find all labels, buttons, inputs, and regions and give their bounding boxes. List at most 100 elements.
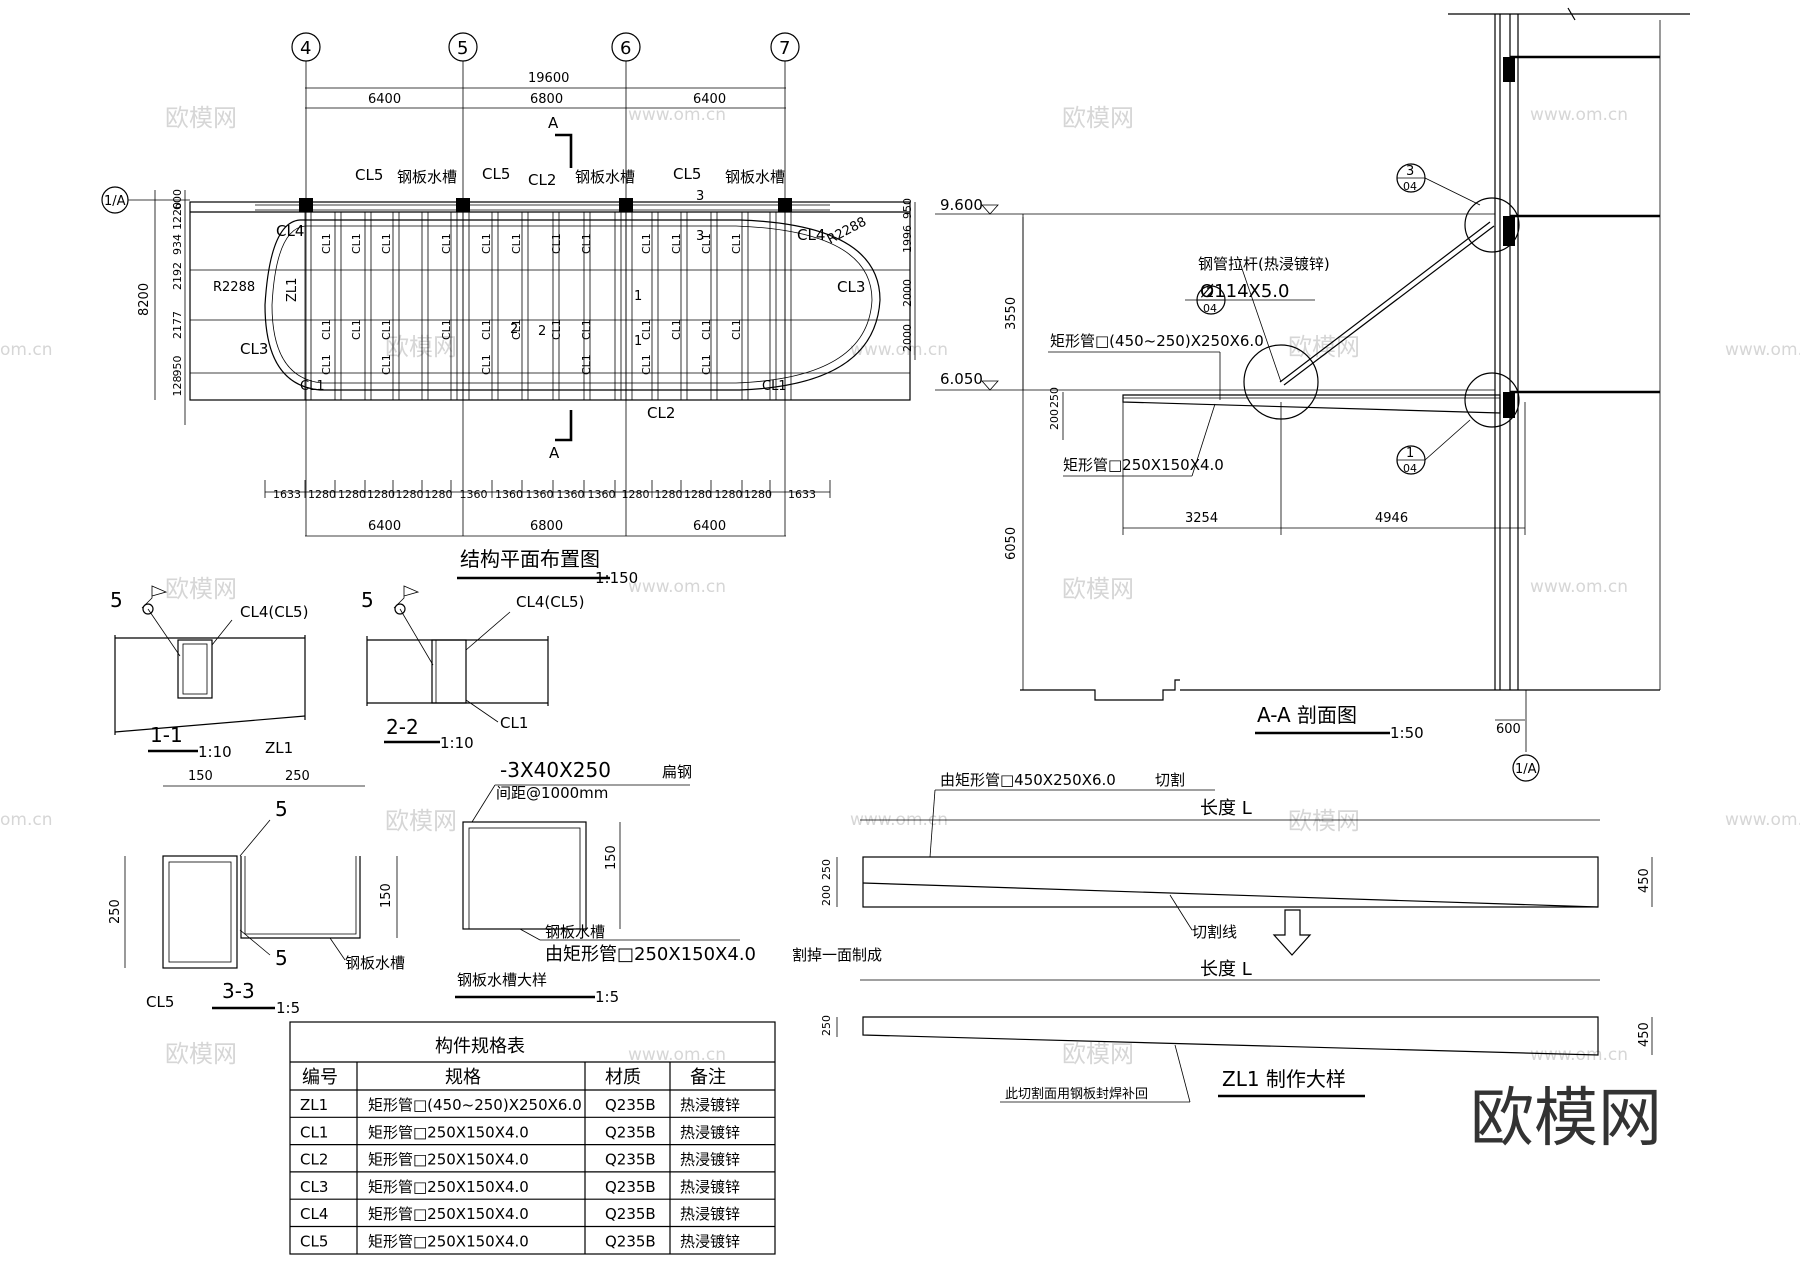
plan-bottom-dim: 1280 — [684, 488, 712, 501]
elevation-lower: 6.050 — [940, 370, 983, 388]
plan-bottom-dim: 1280 — [338, 488, 366, 501]
axis-bubble: 4 — [300, 38, 311, 59]
label-cl4: CL4 — [276, 222, 304, 240]
plan-bottom-dim: 1280 — [425, 488, 453, 501]
member-label: CL1 — [580, 319, 593, 340]
plan-left-dim: 2192 — [171, 262, 184, 290]
member-label: CL1 — [320, 319, 333, 340]
detail-label: CL4(CL5) — [516, 593, 584, 611]
table-cell: CL3 — [300, 1178, 328, 1196]
watermark-url: www.om.cn — [1725, 340, 1800, 360]
label-cl3: CL3 — [240, 340, 268, 358]
zl1-length: 长度 L — [1200, 798, 1252, 819]
column-block — [778, 198, 792, 212]
zl1-length: 长度 L — [1200, 959, 1252, 980]
plan-right-dim: 2000 — [901, 324, 914, 352]
detail-zl1: 由矩形管□450X250X6.0 切割 长度 L 200 250 450 切割线… — [820, 771, 1653, 1103]
zl1-source: 切割 — [1155, 771, 1185, 789]
plan-bottom-span: 6800 — [530, 519, 563, 534]
detail-title: 钢板水槽大样 — [457, 971, 547, 989]
table-title: 构件规格表 — [435, 1036, 525, 1057]
label-radius: R2288 — [825, 215, 869, 248]
detail-gutter: 150 -3X40X250 扁钢 间距@1000mm 钢板水槽 由矩形管□250… — [455, 758, 882, 1006]
watermark-url: om.cn — [0, 810, 53, 830]
table-cell: 矩形管□250X150X4.0 — [368, 1123, 529, 1141]
plan-bottom-dim: 1280 — [367, 488, 395, 501]
table-cell: Q235B — [605, 1233, 656, 1251]
plan-top-span: 6800 — [530, 92, 563, 107]
section-mark-a: A — [549, 444, 560, 462]
dim-600: 600 — [1496, 722, 1521, 737]
table-header-id: 编号 — [302, 1067, 338, 1088]
table-cell: Q235B — [605, 1096, 656, 1114]
detail-title: 3-3 — [222, 979, 255, 1003]
flat-bar: -3X40X250 — [500, 758, 611, 782]
table-cell: 矩形管□250X150X4.0 — [368, 1151, 529, 1169]
dim-4946: 4946 — [1375, 511, 1408, 526]
weld-size: 5 — [361, 588, 374, 612]
watermark-url: www.om.cn — [850, 340, 948, 360]
table-cell: CL2 — [300, 1151, 328, 1169]
detail-label: 钢板水槽 — [345, 954, 405, 972]
member-label: CL1 — [440, 233, 453, 254]
dim-200: 200 — [1048, 409, 1061, 430]
member-label: CL1 — [350, 319, 363, 340]
plan-bottom-dim: 1280 — [744, 488, 772, 501]
dim-3254: 3254 — [1185, 511, 1218, 526]
label-cl1: CL1 — [762, 379, 787, 394]
table-cell: Q235B — [605, 1151, 656, 1169]
member-label: CL1 — [480, 319, 493, 340]
zl1-cut-line: 切割线 — [1192, 923, 1237, 941]
weld-size: 5 — [110, 588, 123, 612]
label-cl3: CL3 — [837, 278, 865, 296]
plan-bottom-span: 6400 — [693, 519, 726, 534]
table-cell: 热浸镀锌 — [680, 1123, 740, 1141]
section-aa: 9.600 6.050 3550 6050 200 250 3254 4946 … — [935, 7, 1690, 782]
dim-250: 250 — [285, 769, 310, 784]
axis-bubble-1a: 1/A — [104, 194, 126, 209]
plan-bottom-dim: 1633 — [788, 488, 816, 501]
member-label: CL1 — [510, 319, 523, 340]
plan-right-dim: 1996 — [901, 225, 914, 253]
dim-450: 450 — [1637, 868, 1652, 893]
watermark-brand: 欧模网 — [1062, 104, 1134, 132]
detail-2-2: 5 CL4(CL5) CL1 2-2 1:10 — [361, 585, 584, 752]
label-tube-zl1: 矩形管□(450~250)X250X6.0 — [1050, 332, 1264, 350]
watermark-brand: 欧模网 — [1062, 1040, 1134, 1068]
table-cell: 矩形管□(450~250)X250X6.0 — [368, 1096, 582, 1114]
table-cell: CL1 — [300, 1123, 328, 1141]
section-title: A-A 剖面图 — [1257, 703, 1357, 727]
detail-label: ZL1 — [265, 739, 293, 757]
table-cell: 矩形管□250X150X4.0 — [368, 1178, 529, 1196]
member-label: CL1 — [640, 233, 653, 254]
plan-left-total: 8200 — [137, 283, 152, 316]
member-label: CL1 — [550, 319, 563, 340]
label-cl4: CL4 — [797, 226, 825, 244]
plan-left-dim: 1220 — [171, 202, 184, 230]
column-block — [619, 198, 633, 212]
mark-3: 3 — [696, 229, 704, 244]
label-cl5: CL5 — [482, 165, 510, 183]
member-label: CL1 — [700, 354, 713, 375]
dim-450: 450 — [1637, 1022, 1652, 1047]
member-label: CL1 — [510, 233, 523, 254]
plan-bottom-dim: 1280 — [622, 488, 650, 501]
plan-bottom-dim: 1280 — [655, 488, 683, 501]
label-cl2: CL2 — [647, 404, 675, 422]
elevation-upper: 9.600 — [940, 196, 983, 214]
flat-bar-unit: 扁钢 — [662, 763, 692, 781]
dim-250: 250 — [108, 899, 123, 924]
flat-bar-spacing: 间距@1000mm — [496, 784, 608, 802]
table-cell: Q235B — [605, 1205, 656, 1223]
member-label: CL1 — [640, 354, 653, 375]
watermark-brand: 欧模网 — [1288, 807, 1360, 835]
detail-title: 2-2 — [386, 715, 419, 739]
watermark-url: www.om.cn — [1530, 105, 1628, 125]
detail-scale: 1:5 — [276, 999, 300, 1017]
plan-left-dim: 128 — [171, 376, 184, 397]
svg-text:1: 1 — [1406, 446, 1414, 461]
detail-label: CL4(CL5) — [240, 603, 308, 621]
